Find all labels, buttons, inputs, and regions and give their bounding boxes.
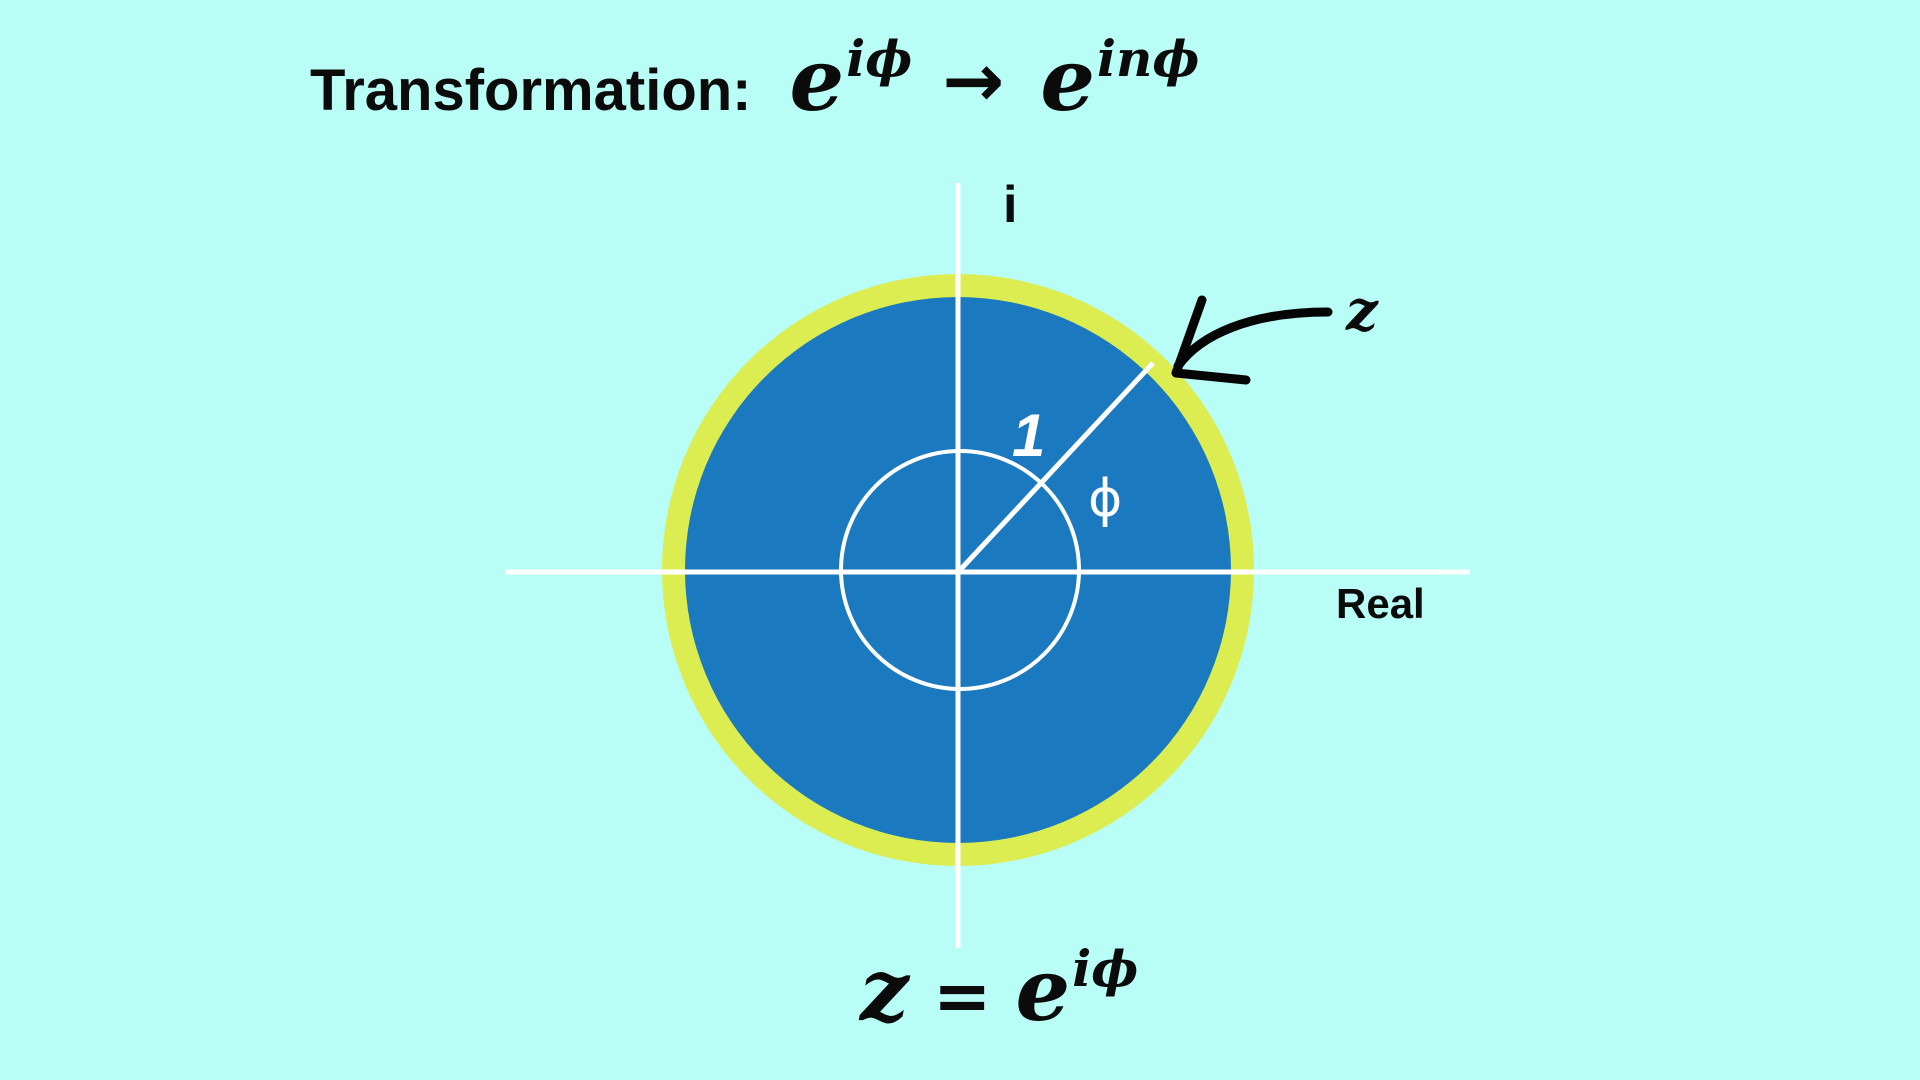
imaginary-axis-label: i: [1003, 176, 1017, 234]
caption-exponent: iϕ: [1072, 939, 1139, 998]
caption-lhs: z: [860, 940, 909, 1041]
lhs-base: e: [789, 30, 845, 131]
angle-label: ϕ: [1088, 469, 1122, 529]
rhs-exponent: inϕ: [1097, 29, 1200, 88]
formula-caption: z = eiϕ: [860, 939, 1139, 1041]
point-z-label: z: [1345, 278, 1379, 344]
rhs-exponential: einϕ: [1040, 29, 1200, 131]
radius-label: 1: [1012, 402, 1045, 469]
transformation-title: Transformation: eiϕ → einϕ: [310, 29, 1200, 140]
pointer-arrow-curve: [1173, 307, 1333, 371]
right-arrow-icon: →: [942, 38, 1005, 124]
radius-line: [958, 361, 1155, 572]
caption-exponential: eiϕ: [1015, 939, 1139, 1041]
lhs-exponent: iϕ: [846, 29, 913, 88]
caption-base: e: [1015, 940, 1071, 1041]
lhs-exponential: eiϕ: [789, 29, 913, 131]
rhs-base: e: [1040, 30, 1096, 131]
real-axis-label: Real: [1336, 580, 1425, 627]
pointer-arrow-head: [1171, 295, 1251, 385]
caption-equals: =: [932, 955, 992, 1037]
title-label: Transformation:: [310, 58, 752, 123]
unit-circle: [839, 449, 1081, 691]
